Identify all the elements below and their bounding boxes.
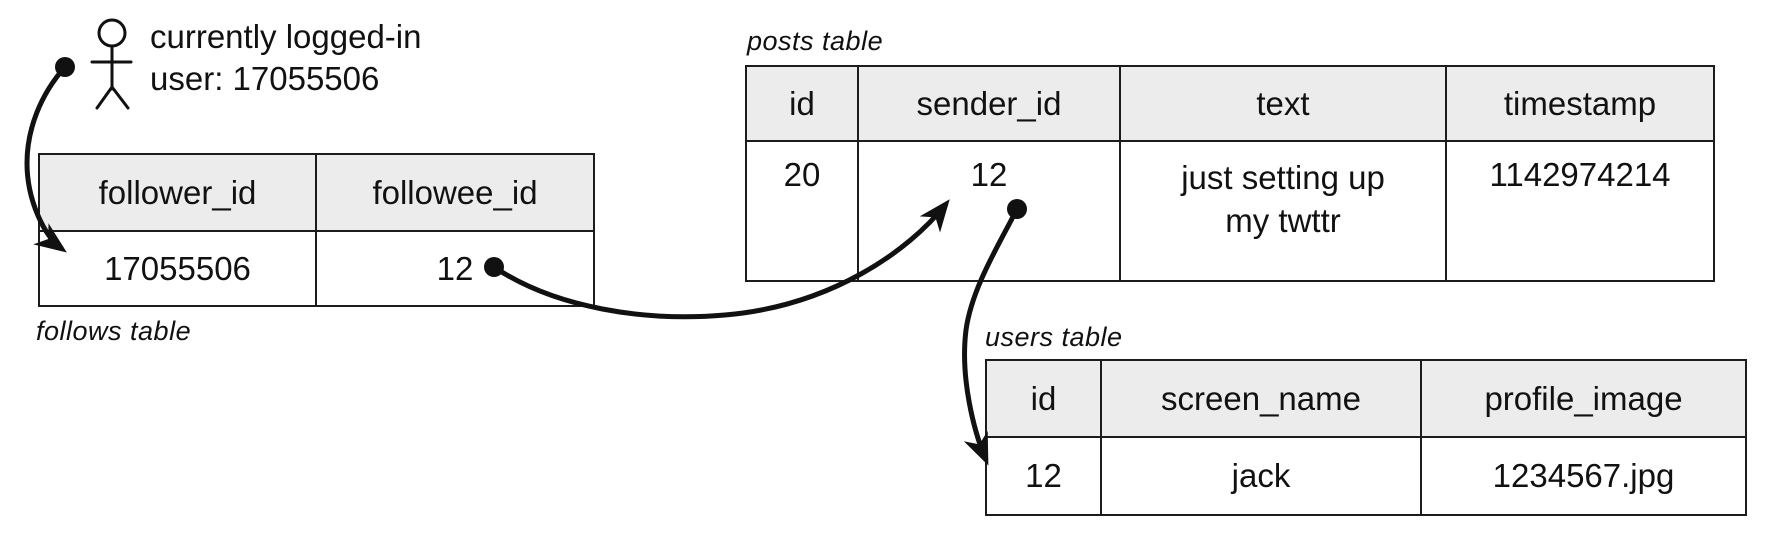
users-col-screen-name: screen_name (1100, 359, 1422, 438)
table-row: 12 jack 1234567.jpg (985, 436, 1747, 516)
follows-header-row: follower_id followee_id (38, 153, 595, 232)
users-table: id screen_name profile_image 12 jack 123… (985, 359, 1747, 516)
table-row: 20 12 just setting up my twttr 114297421… (745, 140, 1715, 282)
users-cell-id: 12 (985, 436, 1102, 516)
follows-table: follower_id followee_id 17055506 12 (38, 153, 595, 307)
users-table-label: users table (985, 322, 1123, 352)
posts-header-row: id sender_id text timestamp (745, 65, 1715, 142)
stick-figure-person-icon (90, 18, 133, 110)
person-head (97, 18, 127, 48)
users-col-profile-image: profile_image (1420, 359, 1747, 438)
follows-table-label: follows table (36, 316, 192, 346)
posts-col-timestamp: timestamp (1445, 65, 1715, 142)
users-col-id: id (985, 359, 1102, 438)
users-cell-profile-image: 1234567.jpg (1420, 436, 1747, 516)
connector-dot-user (55, 57, 75, 77)
post-text-value: just setting up my twttr (1181, 159, 1385, 239)
posts-cell-sender-id: 12 (857, 140, 1121, 282)
posts-cell-id: 20 (745, 140, 859, 282)
logged-in-user-caption: currently logged-in user: 17055506 (150, 16, 421, 100)
person-leg-right (110, 85, 130, 110)
table-row: 17055506 12 (38, 230, 595, 307)
follows-col-followee-id: followee_id (315, 153, 595, 232)
posts-table-label: posts table (747, 26, 884, 56)
posts-col-id: id (745, 65, 859, 142)
posts-cell-text: just setting up my twttr (1119, 140, 1447, 282)
posts-col-sender-id: sender_id (857, 65, 1121, 142)
posts-cell-timestamp: 1142974214 (1445, 140, 1715, 282)
follows-cell-followee-id: 12 (315, 230, 595, 307)
person-leg-left (95, 85, 114, 110)
users-header-row: id screen_name profile_image (985, 359, 1747, 438)
users-cell-screen-name: jack (1100, 436, 1422, 516)
caption-line-2: user: 17055506 (150, 60, 380, 97)
follows-col-follower-id: follower_id (38, 153, 317, 232)
posts-table: id sender_id text timestamp 20 12 just s… (745, 65, 1715, 282)
follows-cell-follower-id: 17055506 (38, 230, 317, 307)
caption-line-1: currently logged-in (150, 18, 422, 55)
posts-col-text: text (1119, 65, 1447, 142)
